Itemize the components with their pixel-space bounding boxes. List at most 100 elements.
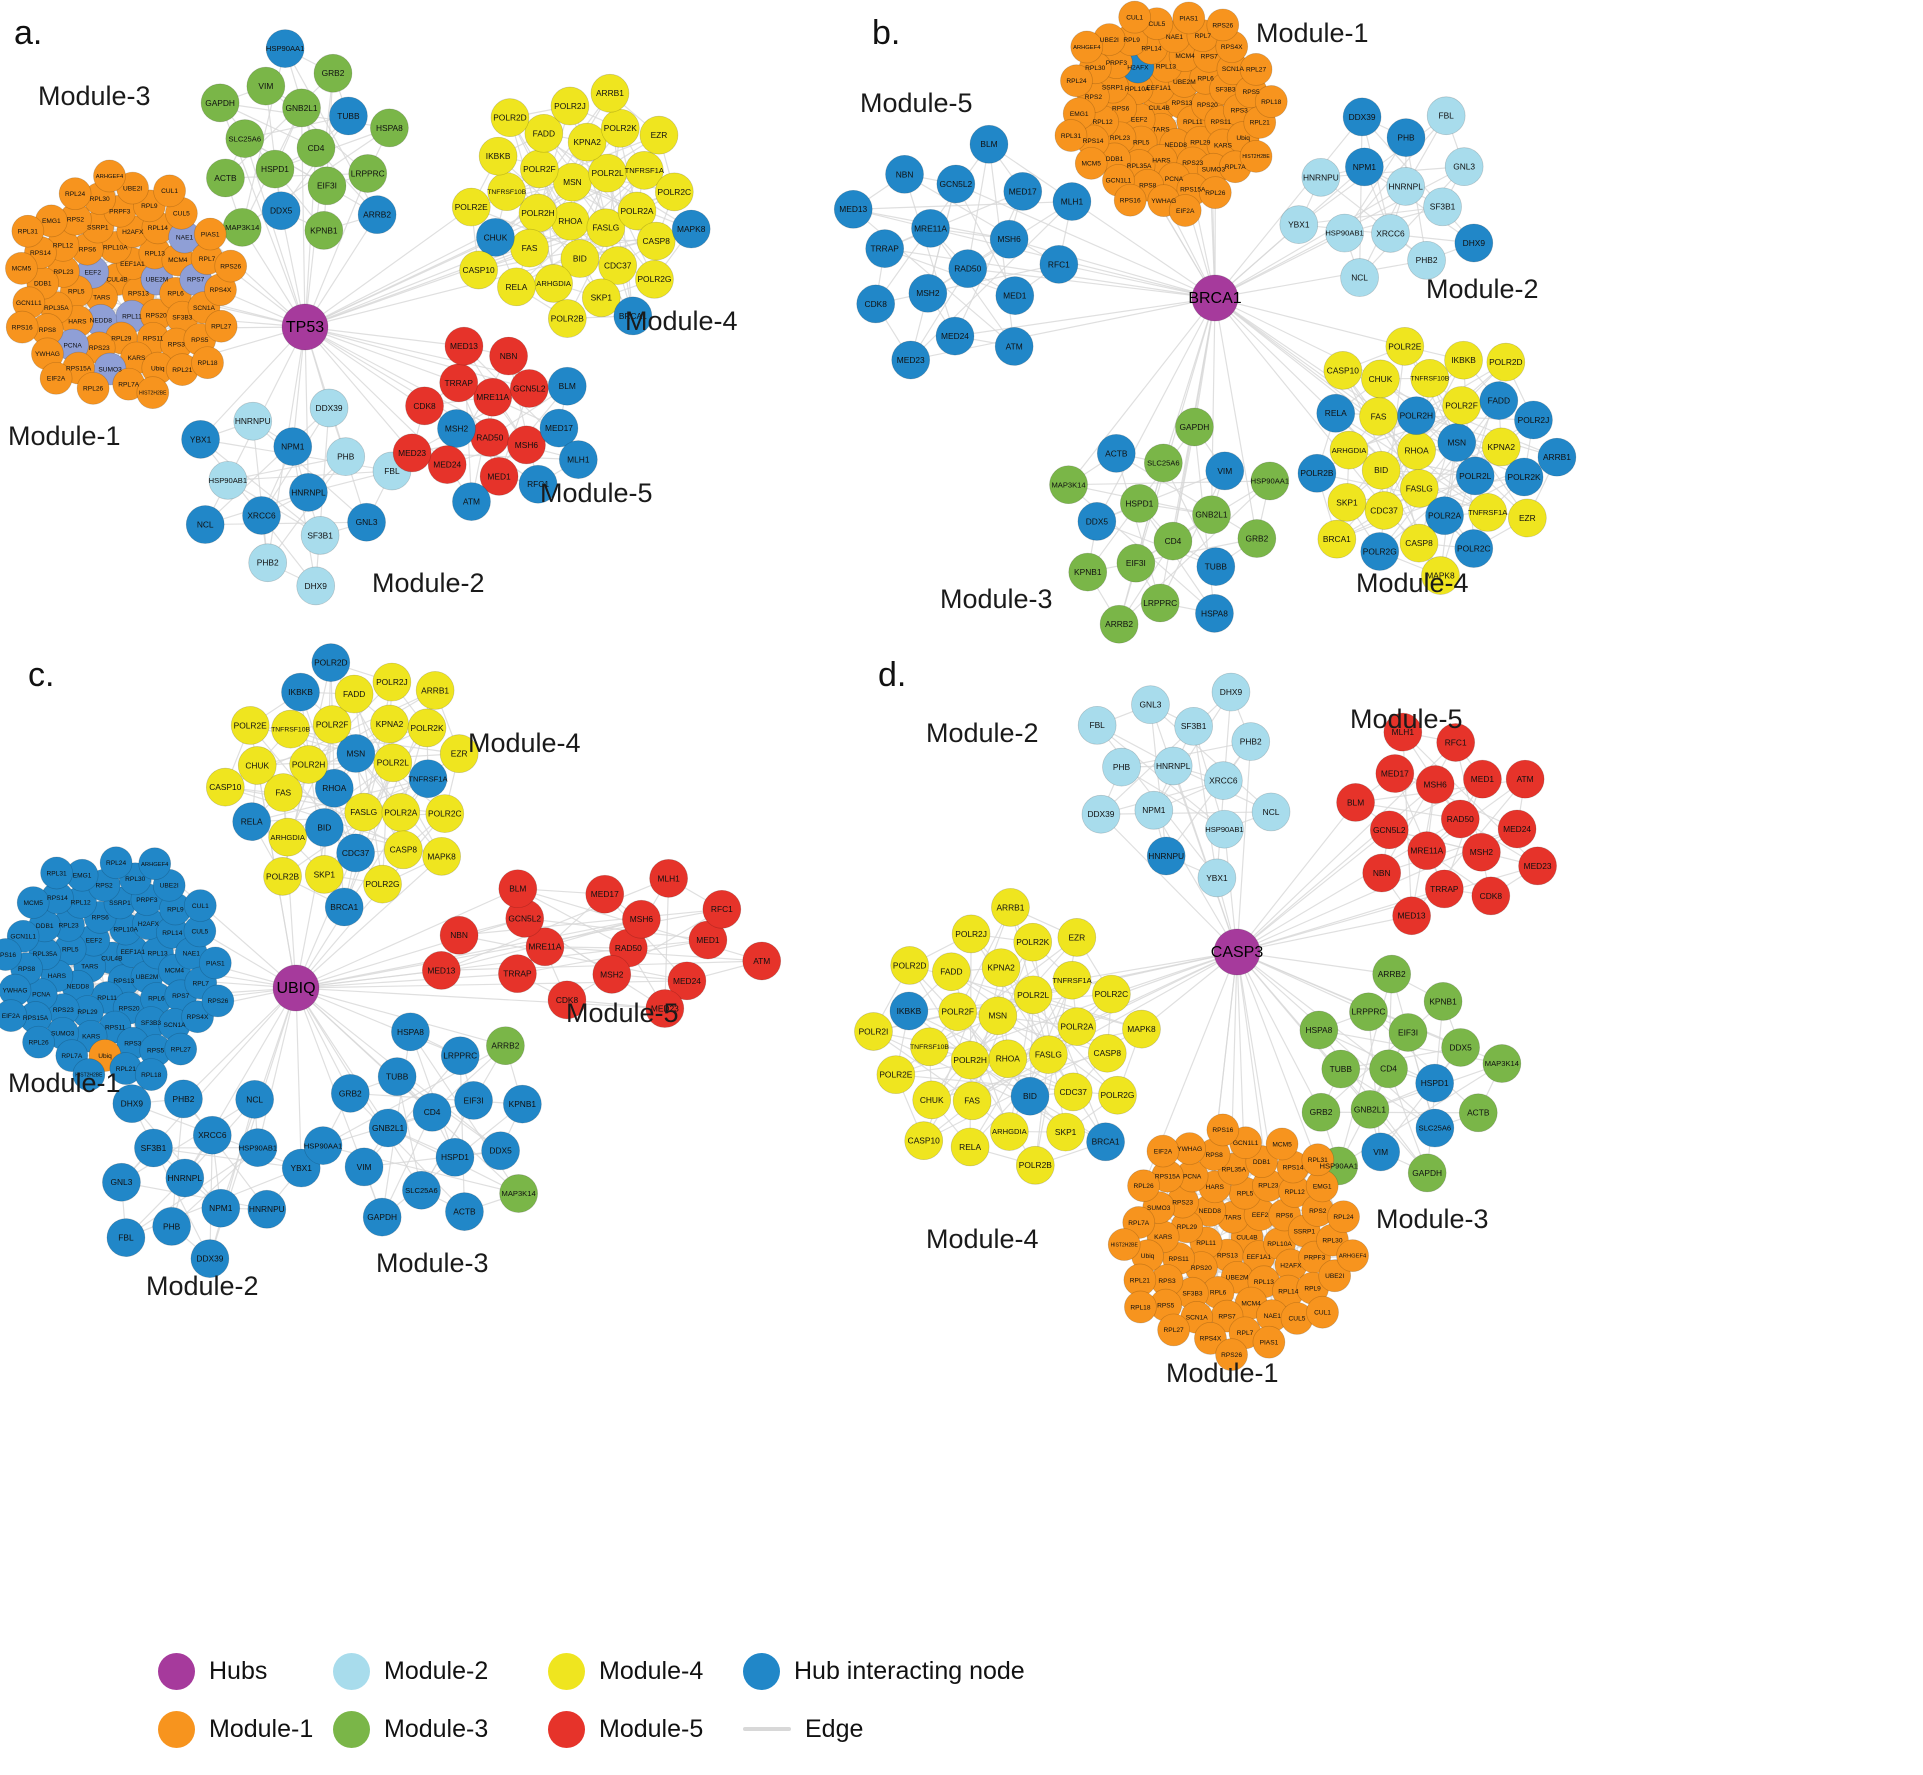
node-MED17[interactable] [1003,172,1043,211]
node-ARRB2[interactable] [357,195,397,235]
node-ARHGDIA[interactable] [268,817,307,857]
hub-BRCA1[interactable] [1191,274,1239,322]
node-TNFRSF10B[interactable] [487,172,527,212]
node-CASP10[interactable] [1323,351,1363,390]
node-HSP90AB1[interactable] [1205,809,1244,849]
node-POLR2L[interactable] [373,743,413,783]
node-VIM[interactable] [246,66,286,106]
node-FBL[interactable] [1077,705,1117,745]
node-POLR2J[interactable] [1514,400,1553,440]
node-MED17[interactable] [585,874,625,914]
node-IKBKB[interactable] [478,136,518,176]
node-ARHGDIA[interactable] [534,264,573,303]
node-RHOA[interactable] [550,201,590,241]
node-MSN[interactable] [978,996,1018,1036]
node-MSH2[interactable] [592,955,632,994]
node-VIM[interactable] [344,1147,384,1187]
node-BLM[interactable] [547,366,587,406]
node-MCM5[interactable] [1074,146,1108,180]
node-BID[interactable] [1361,450,1401,490]
node-TRRAP[interactable] [439,363,479,403]
node-RPS26[interactable] [1215,1338,1248,1372]
node-KPNB1[interactable] [304,211,344,250]
node-GNB2L1[interactable] [1192,495,1231,535]
node-XRCC6[interactable] [192,1115,232,1155]
node-LRPPRC[interactable] [348,154,388,193]
node-MED17[interactable] [1375,754,1415,793]
node-POLR2B[interactable] [547,299,587,338]
node-CUL1[interactable] [153,174,186,208]
node-GCN5L2[interactable] [509,369,549,408]
node-DDX39[interactable] [309,388,349,428]
node-MED24[interactable] [1497,809,1537,849]
node-HSP90AB1[interactable] [238,1128,278,1167]
node-ATM[interactable] [1505,759,1545,799]
node-HSP90AB1[interactable] [1325,213,1364,253]
node-EZR[interactable] [639,115,679,155]
node-HSPD1[interactable] [435,1137,475,1177]
node-RPL18[interactable] [134,1058,168,1091]
node-POLR2D[interactable] [490,98,530,137]
node-SKP1[interactable] [581,278,621,318]
node-CDK8[interactable] [1471,876,1511,916]
node-CASP8[interactable] [636,221,676,261]
node-CD4[interactable] [1153,521,1193,561]
node-PHB[interactable] [1102,747,1141,787]
node-HSP90AA1[interactable] [1250,461,1290,501]
node-MSH6[interactable] [1415,765,1455,804]
node-MAP3K14[interactable] [499,1174,538,1213]
node-MED1[interactable] [479,456,519,496]
node-POLR2K[interactable] [407,708,447,748]
node-CASP10[interactable] [904,1121,944,1160]
node-POLR2A[interactable] [1057,1007,1097,1046]
node-RPL31[interactable] [1054,119,1088,152]
node-EIF2A[interactable] [1146,1134,1180,1168]
node-CDC37[interactable] [336,833,375,873]
node-RPL24[interactable] [1060,64,1093,98]
node-EIF2A[interactable] [0,999,28,1032]
node-VIM[interactable] [1361,1132,1401,1172]
node-RPL24[interactable] [58,177,92,211]
node-CDK8[interactable] [856,284,896,324]
node-TNFRSF10B[interactable] [271,709,310,749]
node-POLR2H[interactable] [289,745,328,784]
node-POLR2H[interactable] [950,1040,990,1080]
node-KPNA2[interactable] [567,122,607,162]
node-ARHGEF4[interactable] [1336,1239,1369,1273]
node-POLR2G[interactable] [1360,532,1400,571]
node-EZR[interactable] [1507,498,1547,538]
node-RFC1[interactable] [1436,723,1476,762]
node-RHOA[interactable] [988,1039,1028,1079]
node-GRB2[interactable] [1301,1092,1341,1132]
node-DHX9[interactable] [112,1084,152,1124]
node-NCL[interactable] [1340,258,1379,297]
node-ARRB2[interactable] [1099,604,1139,644]
node-RPL27[interactable] [1157,1313,1190,1347]
node-HNRNPL[interactable] [1153,746,1193,786]
node-POLR2F[interactable] [938,992,978,1032]
node-ACTB[interactable] [1096,433,1136,473]
node-ATM[interactable] [994,327,1034,366]
node-BRCA1[interactable] [613,296,653,336]
node-POLR2H[interactable] [1396,396,1436,436]
node-GAPDH[interactable] [1175,407,1214,447]
node-PIAS1[interactable] [198,946,232,980]
node-FASLG[interactable] [1399,469,1439,508]
node-CUL1[interactable] [1306,1295,1339,1329]
node-POLR2H[interactable] [518,193,558,233]
node-LRPPRC[interactable] [1140,583,1180,623]
node-GNB2L1[interactable] [1350,1090,1390,1129]
node-PHB[interactable] [152,1207,191,1246]
node-RAD50[interactable] [948,249,988,289]
node-TUBB[interactable] [1196,547,1236,586]
node-HNRNPU[interactable] [1301,157,1341,197]
node-FADD[interactable] [1479,381,1519,420]
node-CDC37[interactable] [1053,1072,1093,1112]
node-POLR2F[interactable] [1442,386,1481,425]
node-BID[interactable] [1010,1076,1050,1116]
node-BLM[interactable] [969,124,1009,164]
node-NBN[interactable] [489,336,528,376]
node-POLR2L[interactable] [1013,975,1053,1015]
node-CUL1[interactable] [1118,0,1152,34]
node-RPL26[interactable] [1127,1169,1160,1203]
